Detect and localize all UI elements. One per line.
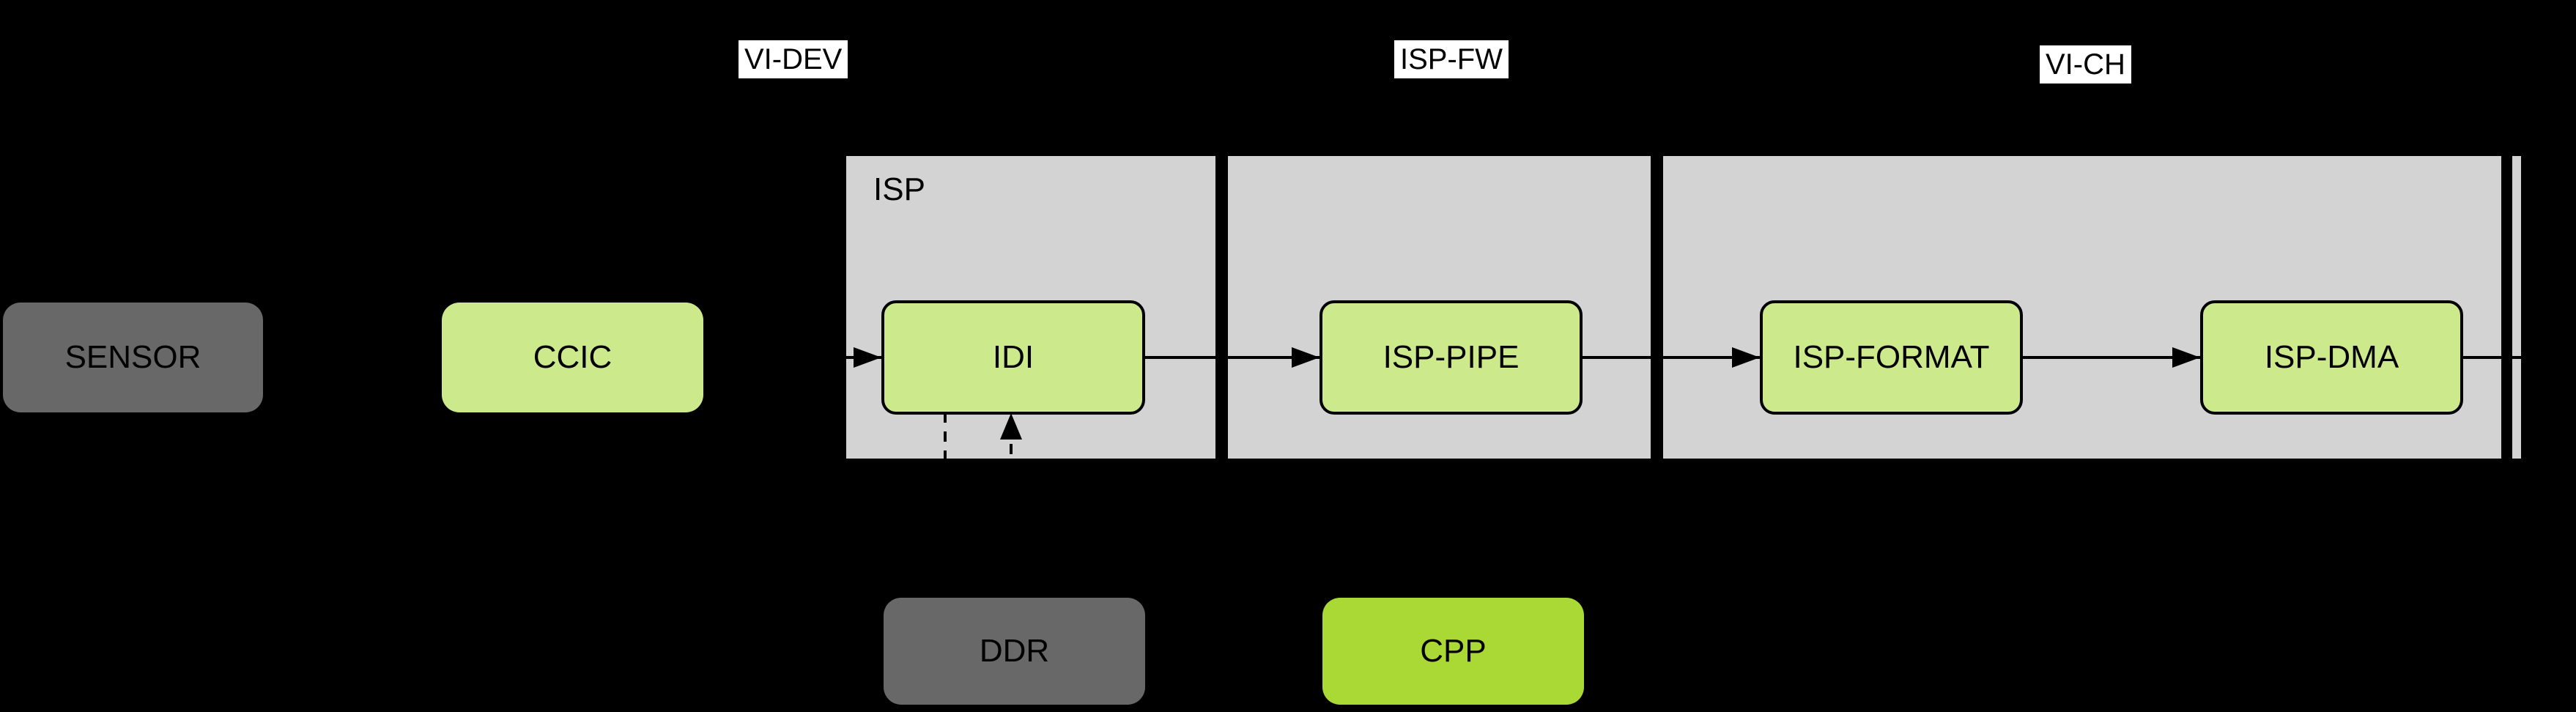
node-isp-dma: ISP-DMA — [2200, 300, 2463, 415]
arrowhead-into-idi — [854, 347, 881, 368]
arrowhead-into-isp-pipe — [1292, 347, 1320, 368]
label-chip-isp-fw: ISP-FW — [1394, 40, 1509, 78]
right-edge-container-sliver — [2512, 156, 2521, 459]
node-isp-pipe: ISP-PIPE — [1320, 300, 1583, 415]
node-isp-format: ISP-FORMAT — [1760, 300, 2023, 415]
node-ccic: CCIC — [442, 303, 703, 412]
node-cpp: CPP — [1322, 598, 1584, 705]
node-sensor: SENSOR — [3, 303, 263, 412]
arrowhead-up-into-idi — [1000, 413, 1022, 440]
label-chip-vi-dev: VI-DEV — [739, 40, 848, 78]
dashed-line-idi-to-ddr — [944, 412, 947, 598]
dashed-line-ddr-to-idi — [1010, 444, 1013, 598]
arrowhead-into-isp-format — [1732, 347, 1760, 368]
node-ddr: DDR — [884, 598, 1145, 705]
container-title-isp: ISP — [873, 171, 925, 207]
node-idi: IDI — [881, 300, 1145, 415]
arrowhead-into-isp-dma — [2172, 347, 2200, 368]
label-chip-vi-ch: VI-CH — [2040, 45, 2131, 84]
